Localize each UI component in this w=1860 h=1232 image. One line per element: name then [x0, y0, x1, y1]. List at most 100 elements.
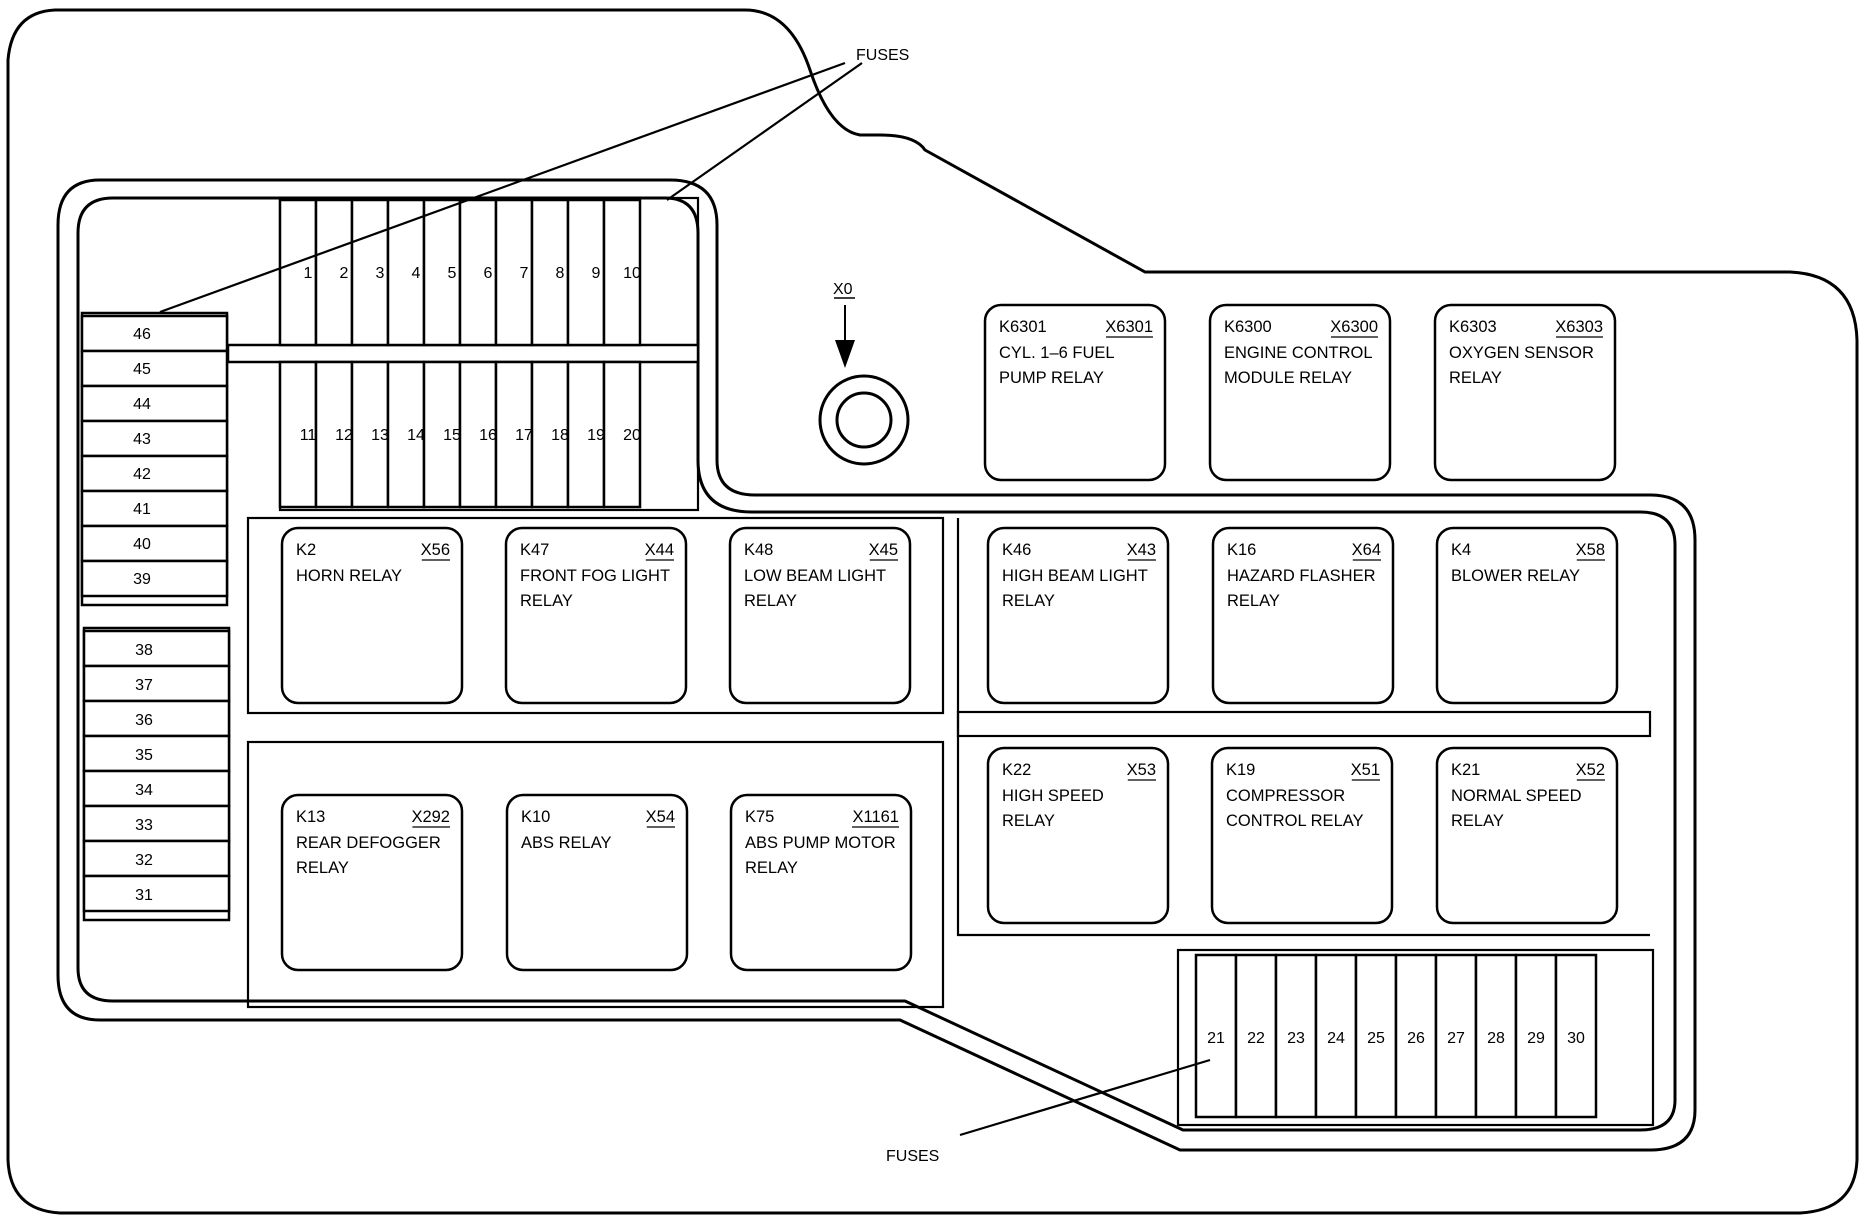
- relay-k46-connector: X43: [1127, 541, 1156, 559]
- fuse-label-43: 43: [133, 431, 151, 448]
- fuses-top-leader-2: [666, 62, 863, 201]
- fuse-slot-29: [1514, 953, 1558, 1119]
- fuses-bottom-leader: [959, 1058, 1211, 1137]
- fuse-slot-6: [458, 198, 498, 347]
- fuse-slot-22: [1234, 953, 1278, 1119]
- fuse-label-27: 27: [1447, 1030, 1465, 1047]
- relay-k75-name-line: RELAY: [745, 859, 798, 877]
- fuses-top-leader-1: [159, 61, 846, 314]
- fuse-label-12: 12: [335, 427, 353, 444]
- relay-k75-body: [729, 793, 913, 972]
- fuse-slot-14: [386, 360, 426, 509]
- relay-k16-name-line: RELAY: [1227, 592, 1280, 610]
- relay-k10-name-line: ABS RELAY: [521, 834, 611, 852]
- relay-k6301-name-line: CYL. 1–6 FUEL: [999, 344, 1115, 362]
- fuse-slot-9: [566, 198, 606, 347]
- fuse-label-33: 33: [135, 817, 153, 834]
- fuse-label-21: 21: [1207, 1030, 1225, 1047]
- fuse-label-16: 16: [479, 427, 497, 444]
- relay-k13-name-line: RELAY: [296, 859, 349, 877]
- fuse-slot-42: [80, 454, 229, 493]
- fuse-slot-32: [82, 839, 231, 878]
- fuses-bottom-label: FUSES: [886, 1148, 939, 1165]
- fuse-label-13: 13: [371, 427, 389, 444]
- relay-k6301-id: K6301: [999, 318, 1047, 336]
- fuse-slot-4: [386, 198, 426, 347]
- fuse-label-6: 6: [484, 265, 493, 282]
- relay-k6301-body: [983, 303, 1167, 482]
- relay-k75-name-line: ABS PUMP MOTOR: [745, 834, 896, 852]
- relay-k6303-name-line: RELAY: [1449, 369, 1502, 387]
- fuse-label-46: 46: [133, 326, 151, 343]
- relay-k46-id: K46: [1002, 541, 1031, 559]
- relay-k6300-name-line: ENGINE CONTROL: [1224, 344, 1373, 362]
- top-fuse-block-bar: [226, 343, 700, 364]
- relay-k6303-name-line: OXYGEN SENSOR: [1449, 344, 1594, 362]
- relay-k2-id: K2: [296, 541, 316, 559]
- relay-k48-name-line: LOW BEAM LIGHT: [744, 567, 886, 585]
- relay-k16-name-line: HAZARD FLASHER: [1227, 567, 1376, 585]
- relay-k47-id: K47: [520, 541, 549, 559]
- relay-k22-body: [986, 746, 1170, 925]
- relay-k21-body: [1435, 746, 1619, 925]
- relay-k48-connector: X45: [869, 541, 898, 559]
- relay-k13-connector: X292: [411, 808, 450, 826]
- fuse-slot-20: [602, 360, 642, 509]
- fuse-slot-38: [82, 629, 231, 668]
- relay-k21-id: K21: [1451, 761, 1480, 779]
- fuse-label-34: 34: [135, 782, 153, 799]
- relay-k19-name-line: COMPRESSOR: [1226, 787, 1345, 805]
- relay-k10-id: K10: [521, 808, 550, 826]
- relay-k22-name-line: RELAY: [1002, 812, 1055, 830]
- fuse-slot-28: [1474, 953, 1518, 1119]
- left-relay-row2-frame: [246, 740, 945, 1009]
- housing-outline: [6, 8, 1859, 1215]
- ground-point-label: X0: [833, 281, 853, 298]
- relay-k48-body: [728, 526, 912, 705]
- fuse-label-18: 18: [551, 427, 569, 444]
- relay-k16-connector: X64: [1352, 541, 1381, 559]
- relay-k75-id: K75: [745, 808, 774, 826]
- fuse-label-19: 19: [587, 427, 605, 444]
- relay-k13-name-line: REAR DEFOGGER: [296, 834, 441, 852]
- ground-point-outer-ring: [818, 374, 910, 466]
- relay-k22-connector: X53: [1127, 761, 1156, 779]
- relay-k46-name-line: RELAY: [1002, 592, 1055, 610]
- relay-k19-body: [1210, 746, 1394, 925]
- relay-k13-id: K13: [296, 808, 325, 826]
- relay-k19-id: K19: [1226, 761, 1255, 779]
- relay-k10-body: [505, 793, 689, 972]
- fuse-label-10: 10: [623, 265, 641, 282]
- relay-k16-id: K16: [1227, 541, 1256, 559]
- relay-k2-name-line: HORN RELAY: [296, 567, 402, 585]
- relay-k48-id: K48: [744, 541, 773, 559]
- relay-k4-connector: X58: [1576, 541, 1605, 559]
- relay-k6301-connector: X6301: [1105, 318, 1153, 336]
- fuse-label-41: 41: [133, 501, 151, 518]
- fuse-label-25: 25: [1367, 1030, 1385, 1047]
- fuse-label-37: 37: [135, 677, 153, 694]
- left-relay-row1-frame: [246, 516, 945, 715]
- relay-k19-name-line: CONTROL RELAY: [1226, 812, 1364, 830]
- fuse-slot-17: [494, 360, 534, 509]
- fuse-label-29: 29: [1527, 1030, 1545, 1047]
- fuse-slot-13: [350, 360, 390, 509]
- relay-k13-body: [280, 793, 464, 972]
- relay-k6300-body: [1208, 303, 1392, 482]
- fuse-label-28: 28: [1487, 1030, 1505, 1047]
